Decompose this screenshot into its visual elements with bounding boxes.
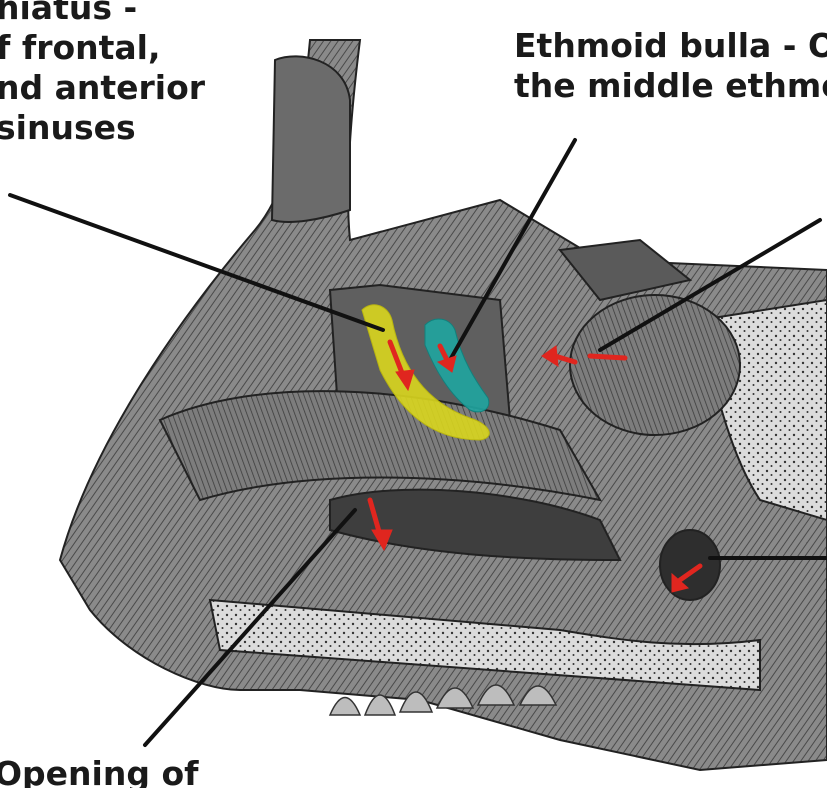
nasolacrimal-label: Opening of [0, 754, 199, 788]
eustachian-opening [660, 530, 720, 600]
frontal-sinus [272, 56, 350, 222]
ethmoid-label-line-1: Ethmoid bulla - O [514, 26, 827, 66]
semilunar-label-line-3: nd anterior [0, 68, 205, 108]
nasolacrimal-label-line-1: Opening of [0, 754, 199, 788]
semilunar-label-line-1: hiatus - [0, 0, 205, 28]
semilunar-hiatus-label: hiatus - f frontal, nd anterior sinuses [0, 0, 205, 148]
semilunar-label-line-2: f frontal, [0, 28, 205, 68]
ethmoid-label-line-2: the middle ethmo [514, 66, 827, 106]
semilunar-label-line-4: sinuses [0, 108, 205, 148]
ethmoid-bulla-label: Ethmoid bulla - O the middle ethmo [514, 26, 827, 106]
